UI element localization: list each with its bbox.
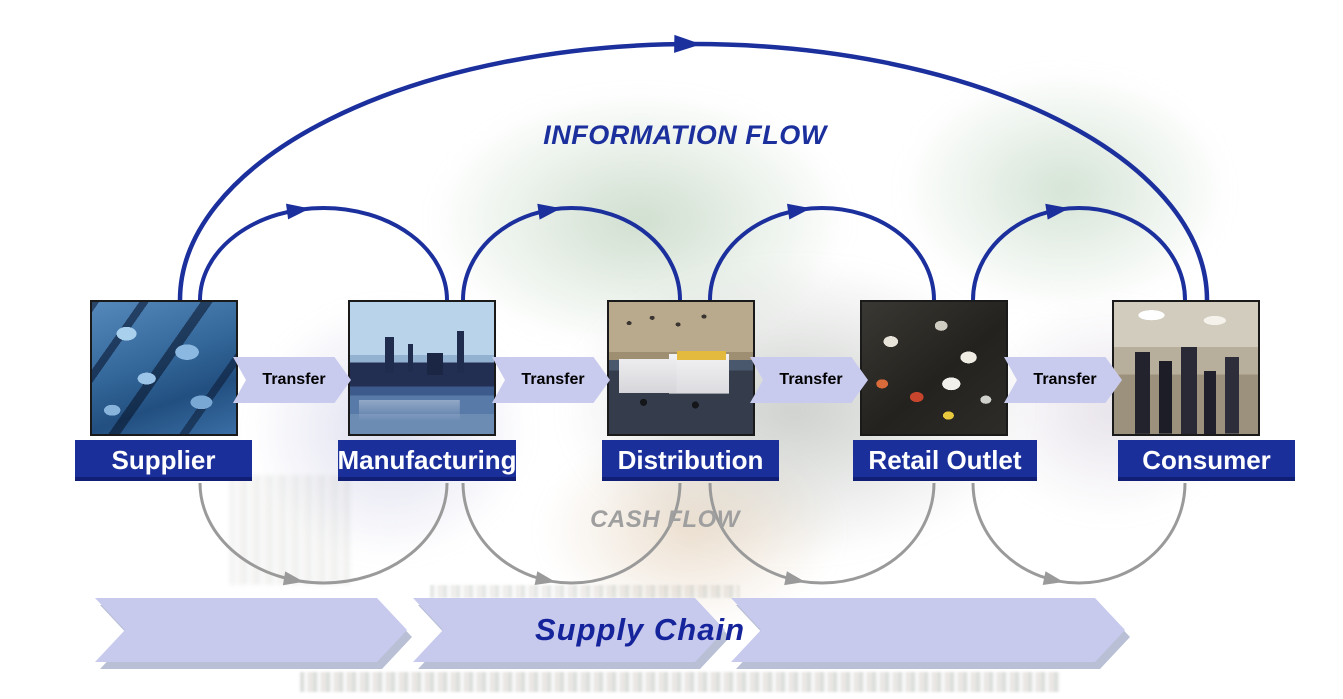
information-flow-arrowhead-1 xyxy=(286,203,310,220)
supply-chain-label: Supply Chain xyxy=(534,612,746,647)
stage-photo-distribution xyxy=(607,300,755,436)
transfer-arrow-4: Transfer xyxy=(1004,357,1122,403)
information-flow-arrowhead-4 xyxy=(1045,203,1070,220)
cash-flow-arrowhead-1 xyxy=(282,571,304,586)
supply-chain-arrow-segment-2 xyxy=(413,598,725,662)
supply-chain-arrow-segment-3 xyxy=(731,598,1125,662)
cash-flow-arrowhead-3 xyxy=(784,571,806,586)
information-flow-arc-3 xyxy=(708,206,936,301)
cash-flow-arc-1 xyxy=(198,482,449,585)
stage-label-supplier: Supplier xyxy=(75,440,252,481)
information-flow-arc-4 xyxy=(971,206,1187,301)
chevron-shape xyxy=(731,598,1125,662)
stage-photo-manufacturing xyxy=(348,300,496,436)
cash-flow-arrowhead-2 xyxy=(534,571,556,585)
cash-flow-arc-4 xyxy=(971,482,1187,585)
transfer-arrow-2: Transfer xyxy=(492,357,610,403)
information-flow-arc-1 xyxy=(198,206,449,301)
cash-flow-label: CASH FLOW xyxy=(590,506,740,533)
information-flow-main-arc xyxy=(177,41,1210,301)
supply-chain-arrow-segment-1 xyxy=(95,598,407,662)
chevron-shape xyxy=(95,598,407,662)
stage-photo-retail-outlet xyxy=(860,300,1008,436)
stage-label-manufacturing: Manufacturing xyxy=(337,440,517,481)
stage-label-distribution: Distribution xyxy=(602,440,779,481)
chevron-shape xyxy=(413,598,725,662)
information-flow-arrowhead-3 xyxy=(787,203,811,220)
information-flow-main-arrowhead xyxy=(674,34,702,53)
stage-photo-consumer xyxy=(1112,300,1260,436)
stage-label-retail-outlet: Retail Outlet xyxy=(853,440,1037,481)
transfer-arrow-3: Transfer xyxy=(750,357,868,403)
information-flow-arc-2 xyxy=(461,206,682,301)
stage-label-consumer: Consumer xyxy=(1118,440,1295,481)
information-flow-arrowhead-2 xyxy=(537,203,562,220)
stage-photo-supplier xyxy=(90,300,238,436)
transfer-arrow-1: Transfer xyxy=(233,357,351,403)
cash-flow-arrowhead-4 xyxy=(1042,571,1064,585)
information-flow-label: INFORMATION FLOW xyxy=(543,120,827,150)
